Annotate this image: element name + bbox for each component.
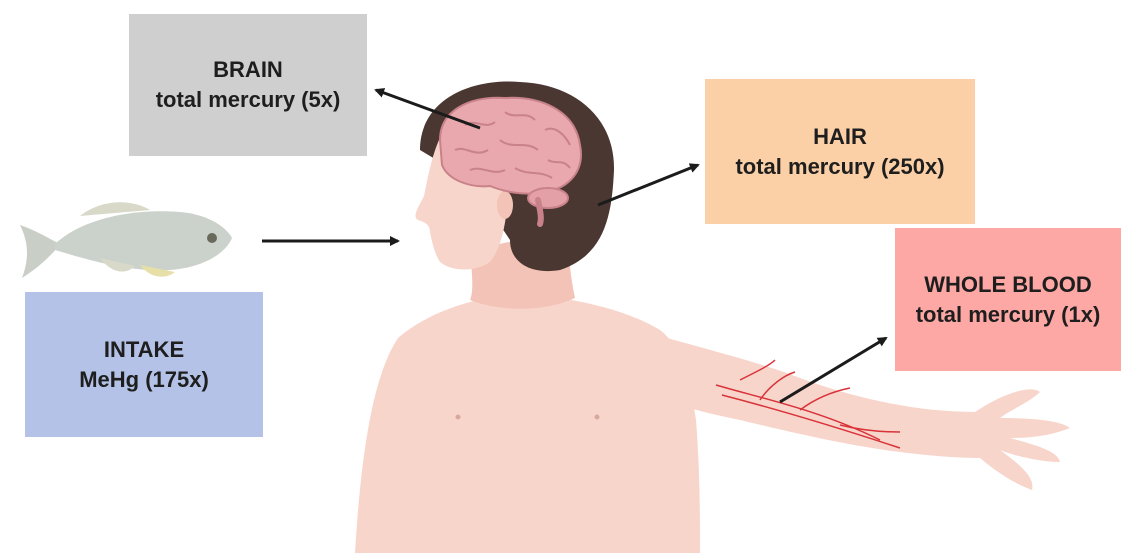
intake-title: INTAKE	[104, 335, 184, 365]
blood-subtitle: total mercury (1x)	[916, 300, 1101, 330]
whole-blood-box: WHOLE BLOOD total mercury (1x)	[895, 228, 1121, 371]
ear	[497, 191, 513, 219]
brain-subtitle: total mercury (5x)	[156, 85, 341, 115]
hair-box: HAIR total mercury (250x)	[705, 79, 975, 224]
brain-title: BRAIN	[213, 55, 283, 85]
intake-subtitle: MeHg (175x)	[79, 365, 209, 395]
intake-box: INTAKE MeHg (175x)	[25, 292, 263, 437]
fish-icon	[20, 202, 232, 278]
hair-subtitle: total mercury (250x)	[735, 152, 944, 182]
blood-title: WHOLE BLOOD	[924, 270, 1091, 300]
hair-title: HAIR	[813, 122, 867, 152]
brain-box: BRAIN total mercury (5x)	[129, 14, 367, 156]
